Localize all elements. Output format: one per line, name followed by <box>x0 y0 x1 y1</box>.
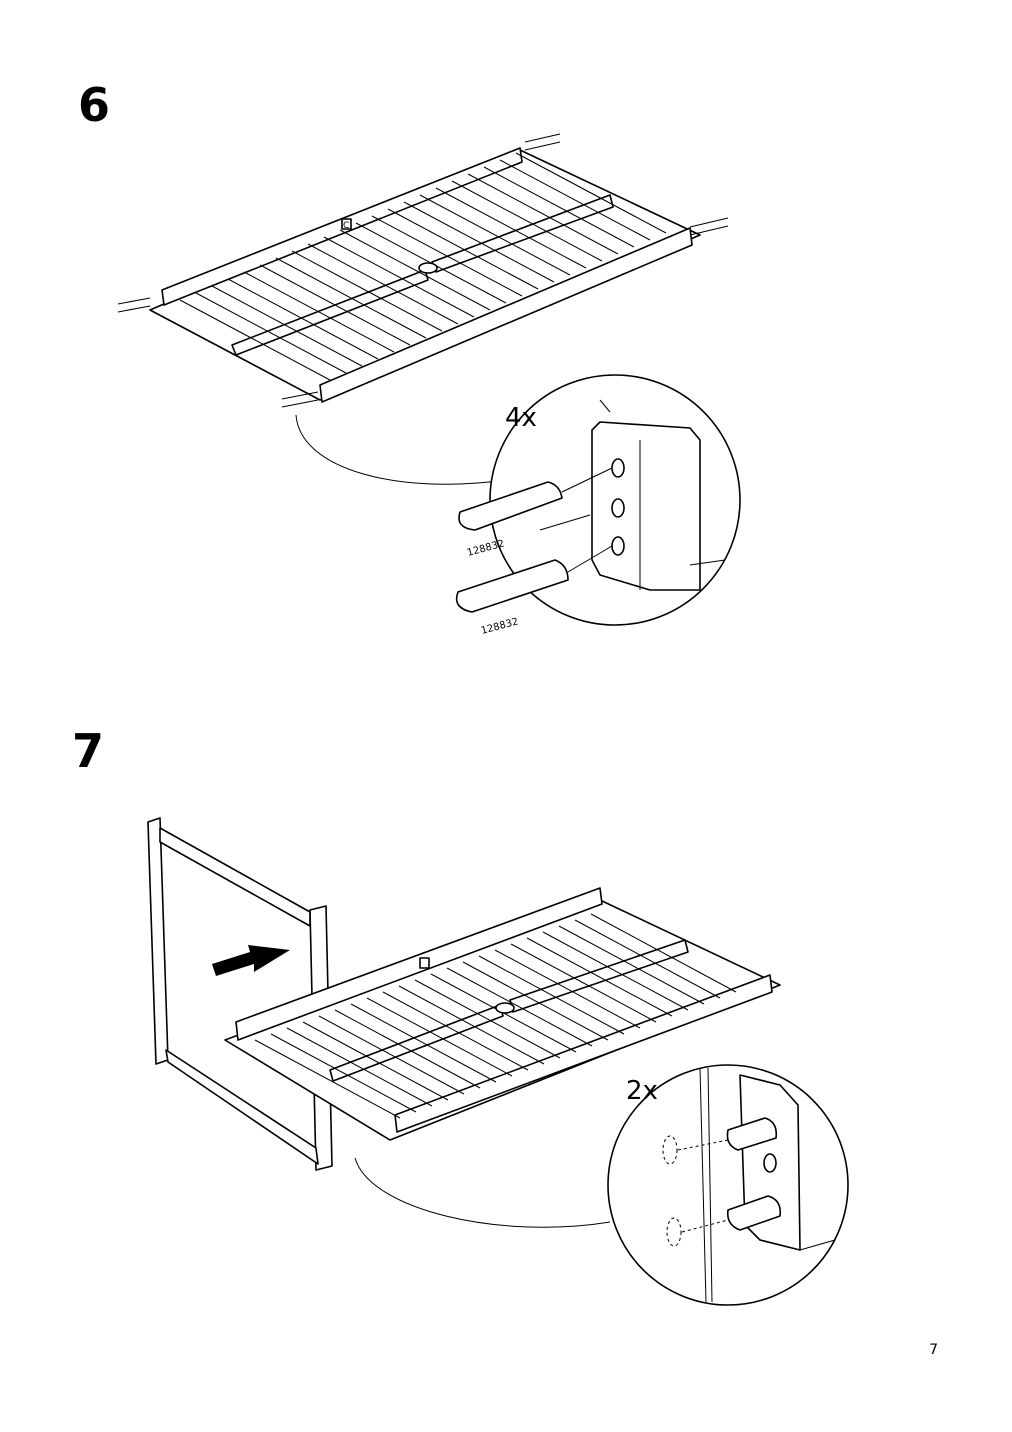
slat <box>467 173 619 255</box>
slat <box>275 257 427 339</box>
slat <box>227 278 379 360</box>
dowel-icon <box>458 467 613 531</box>
slat <box>350 1003 497 1083</box>
slat <box>419 194 571 276</box>
slat <box>435 187 587 269</box>
push-arrow-icon <box>212 945 290 976</box>
slat <box>270 1033 417 1113</box>
slat <box>403 201 555 283</box>
frame-label: C <box>343 221 349 231</box>
step-number: 6 <box>78 78 111 132</box>
part-code: 128832 <box>480 616 520 637</box>
slat <box>291 250 443 332</box>
slat <box>414 979 561 1059</box>
slat <box>318 1015 465 1095</box>
slat <box>574 919 721 999</box>
slat <box>387 208 539 290</box>
callout-line <box>354 1157 611 1228</box>
detail-circle <box>607 1064 849 1306</box>
slat <box>515 152 667 234</box>
slat <box>451 180 603 262</box>
slat <box>499 159 651 241</box>
slat <box>510 943 657 1023</box>
end-frame-illustration <box>147 817 333 1171</box>
slatted-frame-illustration <box>224 887 781 1141</box>
quantity-label: 2x <box>626 1076 658 1106</box>
slat <box>382 991 529 1071</box>
slat <box>302 1021 449 1101</box>
slat <box>483 166 635 248</box>
slatted-frame-illustration: C <box>117 133 729 408</box>
slat <box>371 215 523 297</box>
slat <box>259 264 411 346</box>
dowel-icon <box>455 545 613 613</box>
slat <box>286 1027 433 1107</box>
dowel-icon <box>726 1195 782 1231</box>
slat <box>558 925 705 1005</box>
slat <box>446 967 593 1047</box>
step-number: 7 <box>72 724 105 778</box>
slat <box>462 961 609 1041</box>
slat <box>323 236 475 318</box>
slat <box>254 1039 401 1119</box>
slat <box>211 285 363 367</box>
part-code: 128832 <box>466 538 506 559</box>
slat <box>179 299 331 381</box>
slat <box>195 292 347 374</box>
dowel-icon <box>726 1117 778 1151</box>
detail-circle: 128832 128832 <box>455 374 741 637</box>
slat <box>243 271 395 353</box>
slat <box>339 229 491 311</box>
slat <box>590 913 737 993</box>
slat <box>542 931 689 1011</box>
slat <box>366 997 513 1077</box>
quantity-label: 4x <box>505 403 537 433</box>
page-number: 7 <box>929 1342 938 1358</box>
slat <box>526 937 673 1017</box>
slat <box>478 955 625 1035</box>
slat <box>334 1009 481 1089</box>
slat <box>398 985 545 1065</box>
callout-line <box>295 414 506 485</box>
slat <box>494 949 641 1029</box>
slat <box>307 243 459 325</box>
